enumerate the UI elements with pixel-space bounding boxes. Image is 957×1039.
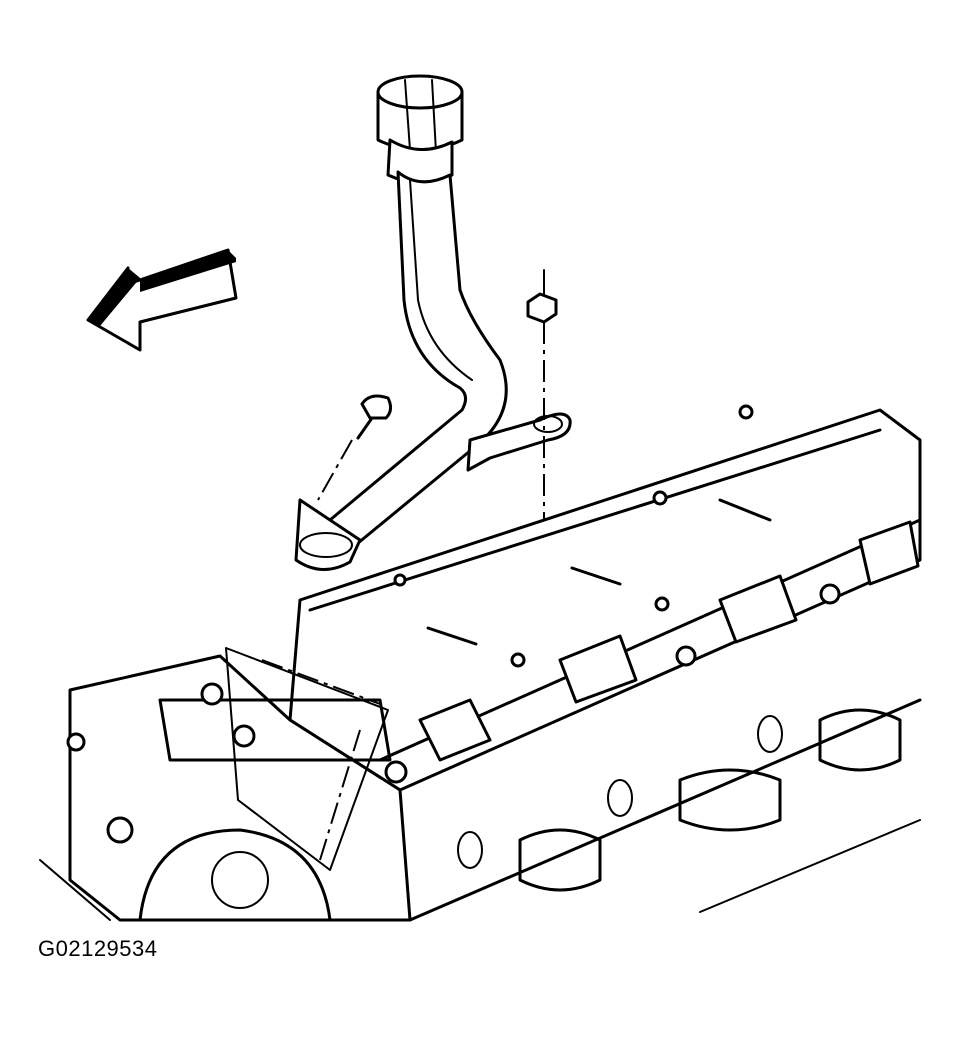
oil-fill-tube (294, 74, 572, 571)
figure-id-label: G02129534 (38, 936, 158, 961)
front-direction-arrow-icon (86, 248, 238, 352)
cylinder-head (39, 404, 922, 922)
detail-callout (225, 647, 389, 871)
mounting-bolt (317, 394, 393, 501)
